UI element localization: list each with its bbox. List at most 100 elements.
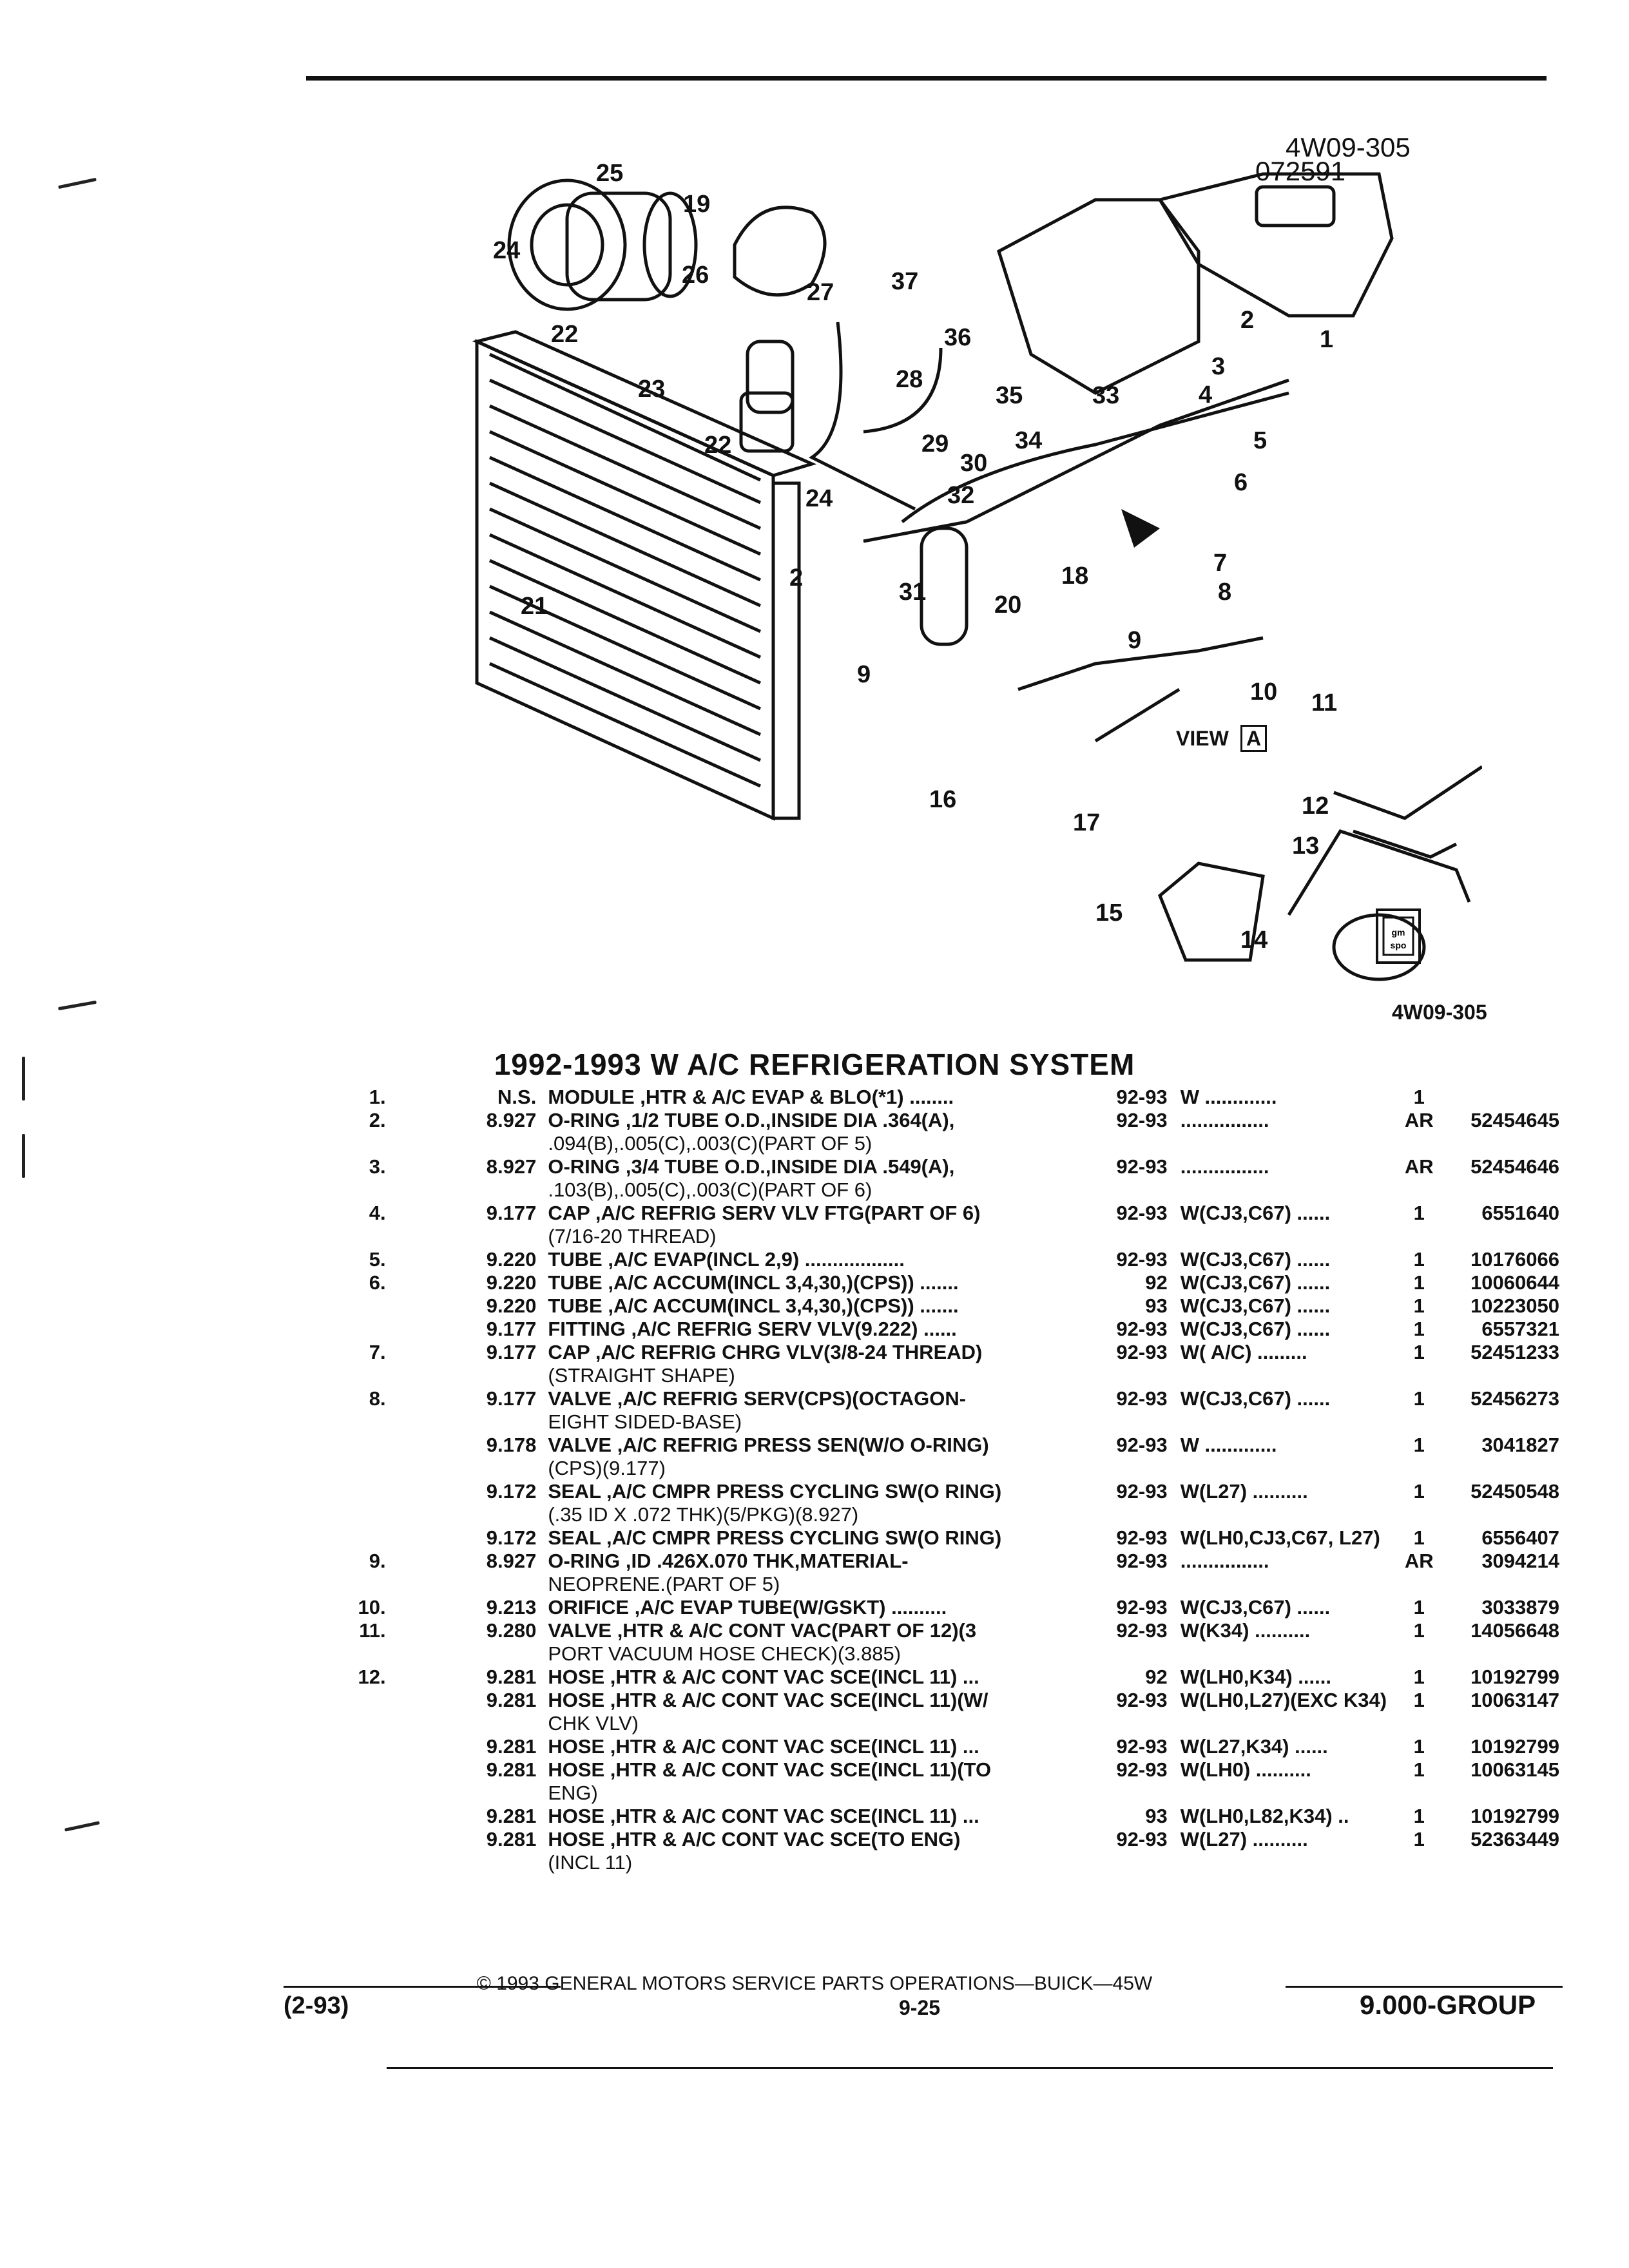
part-number — [1438, 1086, 1559, 1109]
item-number — [335, 1318, 386, 1341]
callout-9b: 9 — [857, 661, 871, 688]
footer-date: (2-93) — [284, 1992, 349, 2019]
part-description: SEAL ,A/C CMPR PRESS CYCLING SW(O RING) — [536, 1526, 1083, 1550]
description-line: O-RING ,3/4 TUBE O.D.,INSIDE DIA .549(A)… — [548, 1155, 955, 1178]
model-years: 93 — [1145, 1294, 1168, 1317]
group-number: 9.281 — [486, 1666, 537, 1688]
group-number: 9.281 — [486, 1828, 537, 1850]
usage: W(CJ3,C67) ...... — [1180, 1387, 1331, 1410]
model-years: 92-93 — [1116, 1318, 1168, 1340]
description-continuation: .103(B),.005(C),.003(C)(PART OF 6) — [548, 1178, 872, 1201]
item-number: 3. — [369, 1155, 386, 1178]
footer-copyright: © 1993 GENERAL MOTORS SERVICE PARTS OPER… — [476, 1973, 1153, 1994]
parts-table: 1.N.S.MODULE ,HTR & A/C EVAP & BLO(*1) .… — [335, 1086, 1559, 1874]
quantity: 1 — [1413, 1666, 1425, 1688]
group-number: 8.927 — [486, 1109, 537, 1131]
group-number: 9.213 — [486, 1596, 537, 1619]
model-years: 92-93 — [1116, 1480, 1168, 1503]
part-number: 10192799 — [1470, 1735, 1559, 1758]
callout-26: 26 — [682, 262, 709, 289]
table-row: 1.N.S.MODULE ,HTR & A/C EVAP & BLO(*1) .… — [335, 1086, 1559, 1109]
part-number: 3094214 — [1481, 1550, 1559, 1572]
margin-mark — [22, 1057, 25, 1100]
model-years: 92-93 — [1116, 1155, 1168, 1178]
callout-1: 1 — [1320, 326, 1334, 353]
quantity: 1 — [1413, 1318, 1425, 1340]
quantity: 1 — [1413, 1341, 1425, 1363]
group-number: 9.281 — [486, 1689, 537, 1711]
item-number — [335, 1805, 386, 1828]
model-years: 92-93 — [1116, 1689, 1168, 1711]
group-number: 9.177 — [486, 1341, 537, 1363]
quantity: 1 — [1413, 1596, 1425, 1619]
part-description: HOSE ,HTR & A/C CONT VAC SCE(INCL 11) ..… — [536, 1666, 1083, 1689]
usage: W(LH0,L27)(EXC K34) — [1180, 1689, 1387, 1711]
description-line: CAP ,A/C REFRIG CHRG VLV(3/8-24 THREAD) — [548, 1341, 983, 1363]
callout-30: 30 — [960, 450, 988, 477]
part-description: FITTING ,A/C REFRIG SERV VLV(9.222) ....… — [536, 1318, 1083, 1341]
callout-7: 7 — [1213, 550, 1228, 577]
group-number: 9.178 — [486, 1434, 537, 1456]
part-description: TUBE ,A/C ACCUM(INCL 3,4,30,)(CPS)) ....… — [536, 1271, 1083, 1294]
description-line: TUBE ,A/C ACCUM(INCL 3,4,30,)(CPS)) ....… — [548, 1271, 959, 1294]
part-description: VALVE ,A/C REFRIG SERV(CPS)(OCTAGON-EIGH… — [536, 1387, 1083, 1434]
usage: ................ — [1180, 1109, 1269, 1131]
callout-6: 6 — [1234, 469, 1248, 496]
quantity: 1 — [1413, 1805, 1425, 1827]
part-number: 10223050 — [1470, 1294, 1559, 1317]
quantity: AR — [1404, 1550, 1434, 1572]
callout-24b: 24 — [805, 485, 833, 512]
model-years: 93 — [1145, 1805, 1168, 1827]
group-number: 9.281 — [486, 1805, 537, 1827]
group-number: 9.172 — [486, 1480, 537, 1503]
group-number: 9.177 — [486, 1387, 537, 1410]
callout-17: 17 — [1073, 809, 1101, 836]
model-years: 92-93 — [1116, 1526, 1168, 1549]
callout-19: 19 — [683, 191, 711, 218]
part-description: MODULE ,HTR & A/C EVAP & BLO(*1) .......… — [536, 1086, 1083, 1109]
usage: ................ — [1180, 1155, 1269, 1178]
model-years: 92-93 — [1116, 1828, 1168, 1850]
group-number: 8.927 — [486, 1550, 537, 1572]
bottom-rule — [387, 2067, 1553, 2069]
usage: W ............. — [1180, 1086, 1277, 1108]
callout-18: 18 — [1061, 562, 1089, 590]
usage: W(LH0,CJ3,C67, L27) — [1180, 1526, 1380, 1549]
description-line: VALVE ,A/C REFRIG SERV(CPS)(OCTAGON- — [548, 1387, 967, 1410]
usage: W(CJ3,C67) ...... — [1180, 1248, 1331, 1271]
callout-35: 35 — [996, 382, 1023, 409]
callout-37: 37 — [891, 268, 919, 295]
part-description: CAP ,A/C REFRIG SERV VLV FTG(PART OF 6)(… — [536, 1202, 1083, 1248]
view-label: VIEW — [1176, 727, 1229, 750]
quantity: 1 — [1413, 1526, 1425, 1549]
quantity: 1 — [1413, 1689, 1425, 1711]
part-number: 52450548 — [1470, 1480, 1559, 1503]
usage: W(L27) .......... — [1180, 1480, 1308, 1503]
model-years: 92-93 — [1116, 1086, 1168, 1108]
callout-33: 33 — [1092, 382, 1120, 409]
page-title: 1992-1993 W A/C REFRIGERATION SYSTEM — [494, 1048, 1135, 1081]
callout-16: 16 — [929, 786, 957, 813]
model-years: 92-93 — [1116, 1596, 1168, 1619]
part-number: 10176066 — [1470, 1248, 1559, 1271]
part-number: 3033879 — [1481, 1596, 1559, 1619]
callout-12: 12 — [1302, 793, 1329, 820]
description-line: HOSE ,HTR & A/C CONT VAC SCE(INCL 11) ..… — [548, 1735, 979, 1758]
usage: W(CJ3,C67) ...... — [1180, 1596, 1331, 1619]
callout-31: 31 — [899, 579, 927, 606]
diagram-code-top: 4W09-305 — [1286, 132, 1411, 162]
part-number: 14056648 — [1470, 1619, 1559, 1642]
part-description: HOSE ,HTR & A/C CONT VAC SCE(INCL 11) ..… — [536, 1735, 1083, 1758]
